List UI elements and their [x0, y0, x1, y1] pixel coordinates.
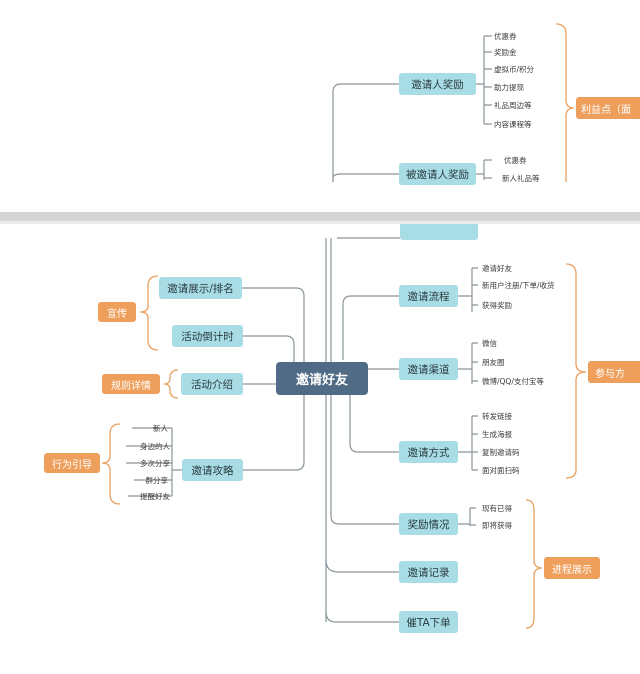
node-urge-order: 催TA下单	[399, 611, 458, 633]
top-trunk-2	[332, 173, 399, 182]
node-invitee-reward: 被邀请人奖励	[399, 163, 476, 185]
channel-leaf-bracket	[458, 342, 478, 384]
guide-leaf-bracket	[126, 427, 182, 497]
leaf-poster: 生成海报	[482, 429, 512, 439]
link-display	[242, 287, 305, 370]
tag-behavior-guide: 行为引导	[44, 453, 100, 473]
leaf-virtual-coin: 虚拟币/积分	[494, 64, 535, 74]
leaf-face-scan: 面对面扫码	[482, 465, 520, 475]
method-leaf-bracket	[458, 415, 478, 471]
leaf-people-around: 身边的人	[140, 441, 170, 451]
tag-promotion: 宣传	[98, 302, 136, 322]
node-invite-method: 邀请方式	[399, 441, 458, 463]
node-countdown: 活动倒计时	[172, 325, 243, 347]
section-divider-shadow	[0, 221, 640, 224]
link-guide	[243, 392, 305, 471]
leaf-reward-cash: 奖励金	[494, 47, 517, 57]
leaf-assist-withdraw: 助力提现	[494, 82, 524, 92]
node-inviter-reward: 邀请人奖励	[399, 73, 476, 95]
brace-participate	[565, 263, 587, 479]
brace-promo	[139, 275, 159, 351]
tag-progress: 进程展示	[544, 557, 600, 579]
root-node-invite-friends: 邀请好友	[276, 362, 368, 395]
node-invite-display: 邀请展示/排名	[159, 277, 242, 299]
node-cut-off	[400, 224, 478, 240]
leaf-gifts: 礼品周边等	[494, 100, 532, 110]
link-urge	[325, 611, 399, 623]
link-reward	[330, 375, 399, 525]
link-method	[349, 390, 399, 453]
leaf-coupon: 优惠券	[494, 31, 517, 41]
top-leaf-bracket-2	[476, 159, 492, 180]
link-countdown	[243, 335, 295, 370]
node-reward-status: 奖励情况	[399, 513, 458, 535]
brace-progress	[525, 499, 543, 629]
top-leaf-bracket-1	[476, 35, 492, 125]
tag-participate: 参与方	[588, 361, 640, 383]
brace-behavior	[101, 423, 121, 505]
leaf-invitee-coupon: 优惠券	[504, 155, 527, 165]
link-flow	[342, 295, 399, 360]
leaf-multi-share: 多次分享	[140, 458, 170, 468]
leaf-get-reward: 获得奖励	[482, 300, 512, 310]
tag-rule-details: 规则详情	[102, 374, 160, 394]
node-activity-intro: 活动介绍	[181, 373, 243, 395]
node-invite-channel: 邀请渠道	[399, 358, 458, 380]
leaf-copy-code: 复制邀请码	[482, 447, 520, 457]
leaf-courses: 内容课程等	[494, 119, 532, 129]
node-invite-record: 邀请记录	[399, 561, 458, 583]
leaf-weibo-qq-alipay: 微博/QQ/支付宝等	[482, 376, 544, 386]
leaf-newbie-gift: 新人礼品等	[502, 173, 540, 183]
leaf-share-link: 转发链接	[482, 411, 512, 421]
brace-rules	[163, 369, 179, 399]
link-record	[325, 559, 399, 573]
leaf-invite-friend: 邀请好友	[482, 263, 512, 273]
leaf-register-order: 新用户注册/下单/收货	[482, 280, 555, 290]
leaf-moments: 朋友圈	[482, 357, 505, 367]
section-divider	[0, 212, 640, 221]
brace-interest	[555, 23, 575, 182]
leaf-already-got: 现有已得	[482, 503, 512, 513]
leaf-wechat: 微信	[482, 338, 497, 348]
flow-leaf-bracket	[458, 267, 478, 312]
leaf-remind-friend: 提醒好友	[140, 491, 170, 501]
leaf-coming-soon: 即将获得	[482, 520, 512, 530]
leaf-group-share: 群分享	[145, 475, 169, 485]
node-invite-guide: 邀请攻略	[182, 459, 243, 481]
reward-leaf-bracket	[458, 507, 476, 526]
top-trunk	[332, 83, 399, 182]
node-invite-flow: 邀请流程	[399, 285, 458, 307]
tag-interest: 利益点（面	[576, 97, 640, 119]
leaf-newbie: 新人	[153, 423, 168, 433]
